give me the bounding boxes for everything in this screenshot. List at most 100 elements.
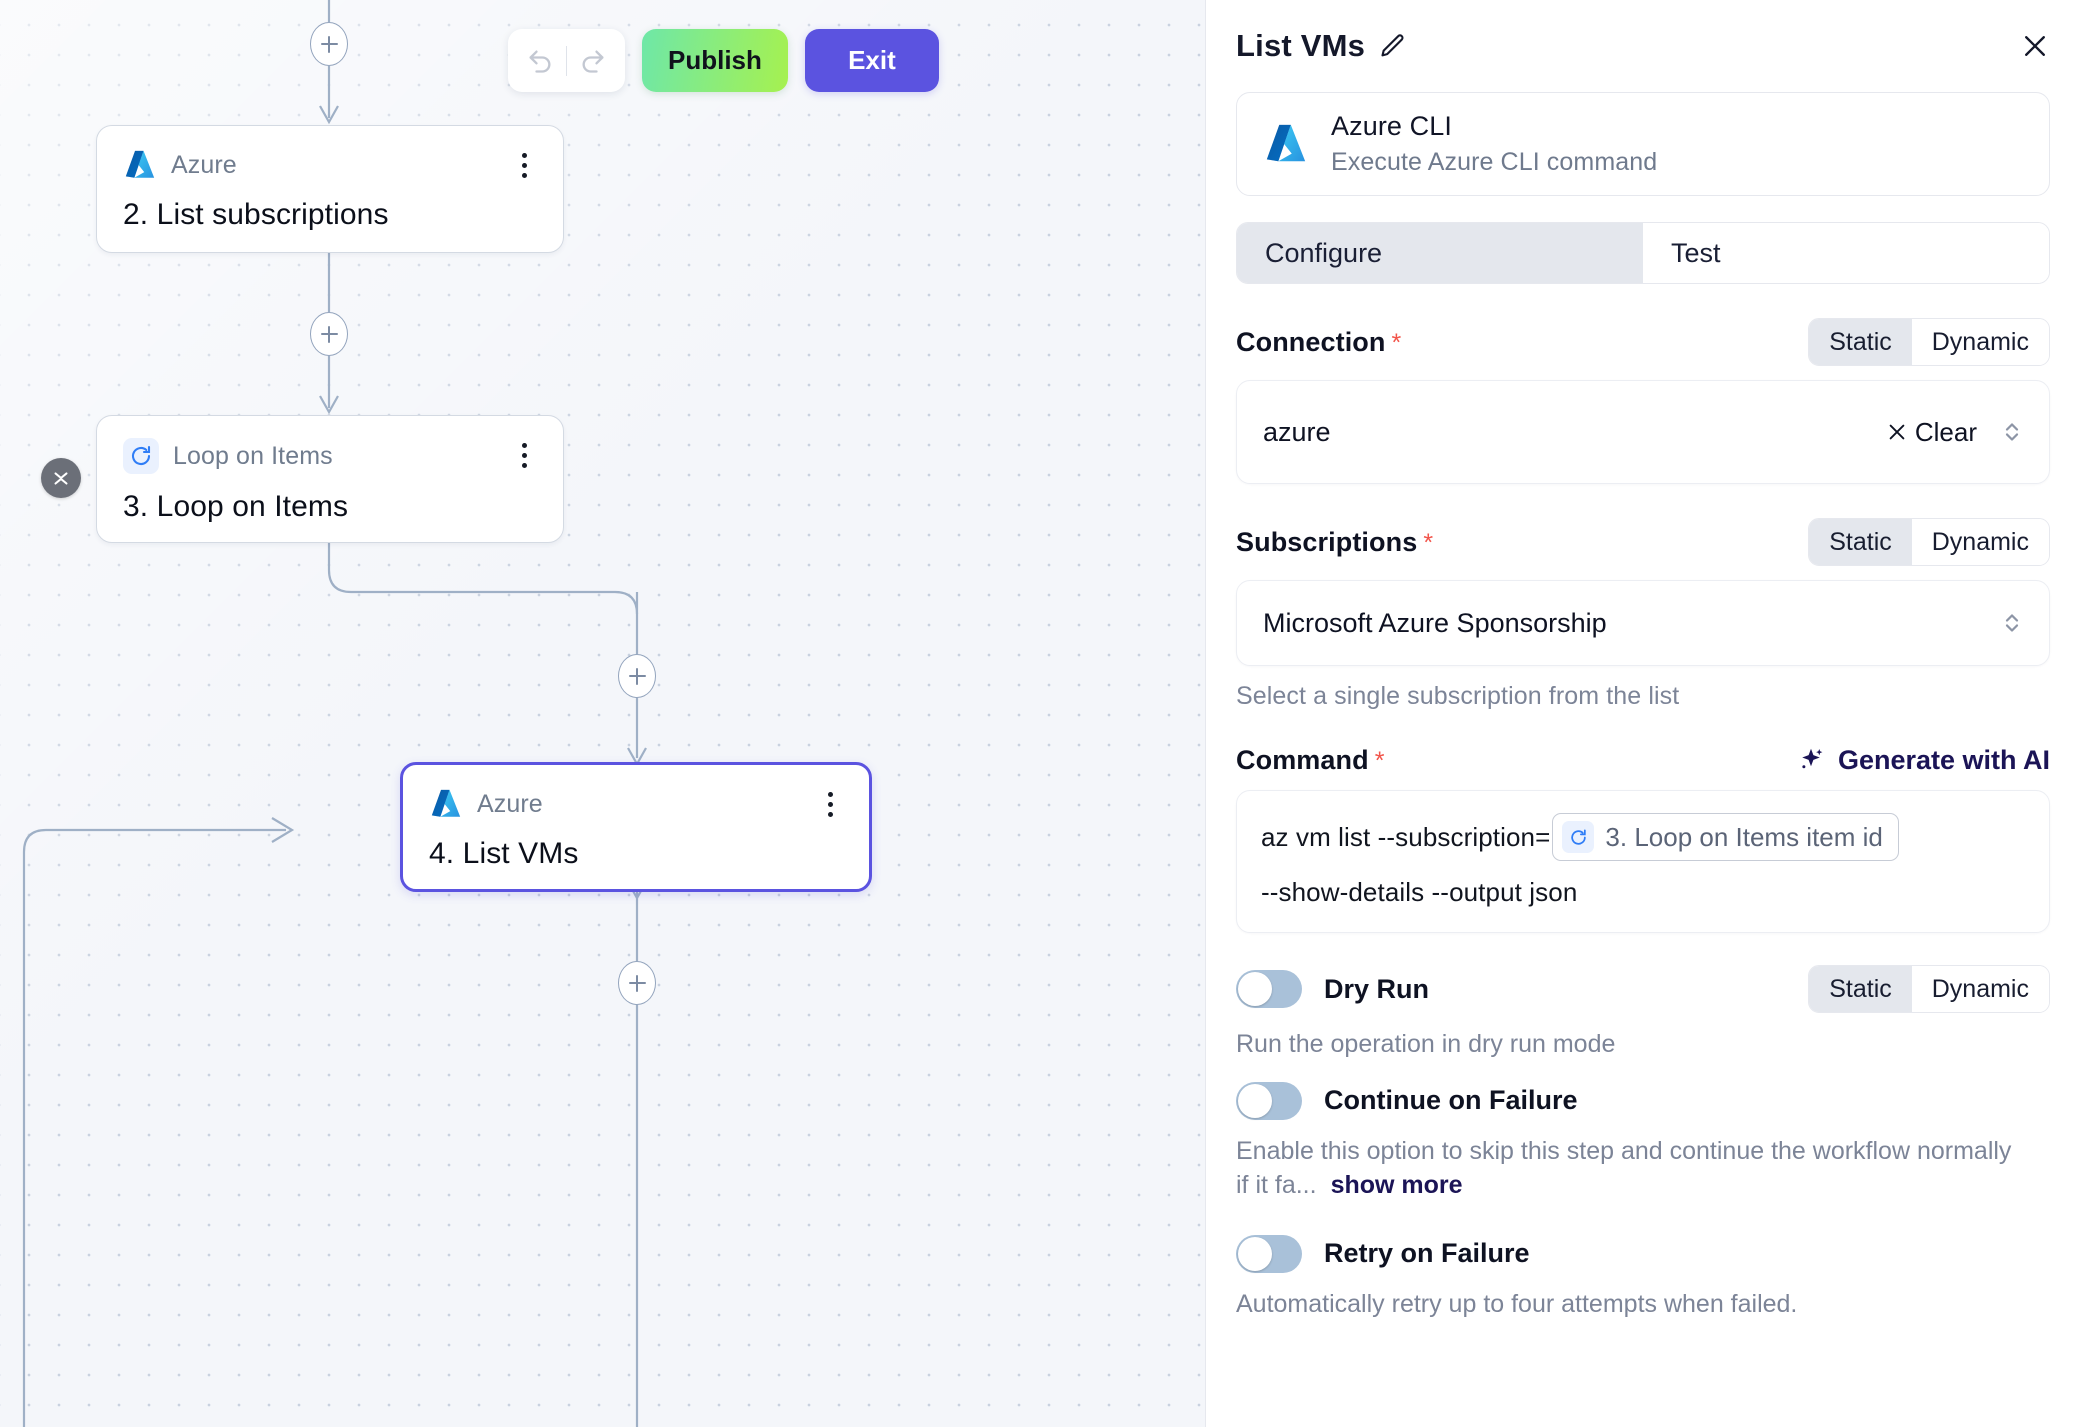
- collapse-chevrons-icon: [54, 472, 68, 485]
- loop-refresh-icon: [1562, 821, 1595, 853]
- add-step-button[interactable]: [310, 312, 348, 356]
- chevron-updown-icon[interactable]: [2001, 608, 2023, 638]
- show-more-link[interactable]: show more: [1330, 1171, 1463, 1199]
- field-header: Subscriptions* Static Dynamic: [1236, 518, 2050, 566]
- field-header: Command* Generate with AI: [1236, 745, 2050, 776]
- dry-run-description: Run the operation in dry run mode: [1236, 1030, 1616, 1058]
- publish-button[interactable]: Publish: [642, 29, 788, 92]
- workflow-node-loop-on-items[interactable]: Loop on Items 3. Loop on Items: [96, 415, 564, 543]
- dry-run-mode-toggle: Static Dynamic: [1808, 965, 2050, 1013]
- workflow-node-list-vms[interactable]: Azure 4. List VMs: [400, 762, 872, 892]
- node-header: Azure: [429, 787, 843, 821]
- workflow-node-list-subscriptions[interactable]: Azure 2. List subscriptions: [96, 125, 564, 253]
- clear-label: Clear: [1914, 416, 1977, 447]
- node-title: 2. List subscriptions: [123, 198, 389, 231]
- toggle-knob: [1238, 1083, 1272, 1118]
- azure-logo-icon: [1266, 124, 1306, 162]
- redo-button[interactable]: [567, 35, 619, 87]
- field-label: Command: [1236, 745, 1369, 775]
- subscriptions-mode-toggle: Static Dynamic: [1808, 518, 2050, 566]
- mode-dynamic-option[interactable]: Dynamic: [1911, 519, 2049, 565]
- undo-redo-group: [508, 29, 625, 92]
- undo-button[interactable]: [514, 35, 566, 87]
- pencil-icon[interactable]: [1379, 32, 1407, 60]
- required-marker: *: [1423, 528, 1434, 557]
- undo-icon: [529, 50, 551, 73]
- field-connection: Connection* Static Dynamic azure Clear: [1236, 318, 2050, 484]
- tab-test[interactable]: Test: [1643, 223, 2049, 283]
- node-menu-button[interactable]: [507, 438, 541, 472]
- node-source-label: Azure: [477, 789, 543, 818]
- close-icon[interactable]: [2020, 31, 2050, 61]
- operation-text: Azure CLI Execute Azure CLI command: [1331, 111, 1657, 177]
- command-token-chip[interactable]: 3. Loop on Items item id: [1552, 813, 1899, 861]
- azure-logo-icon: [125, 150, 155, 178]
- retry-on-failure-label: Retry on Failure: [1324, 1238, 1530, 1268]
- subscriptions-label-group: Subscriptions*: [1236, 527, 1433, 558]
- mode-static-option[interactable]: Static: [1809, 519, 1912, 565]
- loop-refresh-icon: [123, 438, 159, 474]
- node-title: 3. Loop on Items: [123, 490, 349, 523]
- retry-on-failure-description: Automatically retry up to four attempts …: [1236, 1289, 1798, 1318]
- connection-mode-toggle: Static Dynamic: [1808, 318, 2050, 366]
- connection-select[interactable]: azure Clear: [1236, 380, 2050, 484]
- panel-header: List VMs: [1206, 0, 2080, 92]
- subscriptions-select[interactable]: Microsoft Azure Sponsorship: [1236, 580, 2050, 666]
- command-token-label: 3. Loop on Items item id: [1605, 821, 1883, 852]
- node-header: Loop on Items: [123, 438, 537, 474]
- connection-label-group: Connection*: [1236, 327, 1401, 358]
- command-text-before: az vm list --subscription=: [1261, 821, 1551, 852]
- description-text: Enable this option to skip this step and…: [1236, 1136, 2012, 1200]
- generate-with-ai-label: Generate with AI: [1837, 745, 2050, 775]
- workflow-edges: [22, 0, 647, 1427]
- continue-on-failure-toggle[interactable]: [1236, 1081, 1302, 1120]
- field-subscriptions: Subscriptions* Static Dynamic Microsoft …: [1236, 518, 2050, 711]
- sparkles-icon: [1802, 748, 1823, 768]
- canvas-toolbar: Publish Exit: [508, 29, 939, 92]
- dry-run-label: Dry Run: [1324, 973, 1430, 1004]
- continue-on-failure-description: Enable this option to skip this step and…: [1236, 1134, 2026, 1203]
- panel-tabs: Configure Test: [1236, 222, 2050, 284]
- node-menu-button[interactable]: [813, 787, 847, 821]
- azure-logo-icon: [431, 789, 461, 817]
- command-text-after: --show-details --output json: [1261, 877, 1578, 907]
- node-menu-button[interactable]: [507, 148, 541, 182]
- add-step-button[interactable]: [618, 654, 656, 698]
- mode-static-option[interactable]: Static: [1809, 966, 1912, 1012]
- generate-with-ai-button[interactable]: Generate with AI: [1796, 745, 2050, 776]
- node-source-label: Loop on Items: [173, 441, 333, 470]
- field-header: Connection* Static Dynamic: [1236, 318, 2050, 366]
- field-label: Subscriptions: [1236, 526, 1418, 557]
- clear-connection-button[interactable]: Clear: [1886, 417, 1977, 448]
- operation-name: Azure CLI: [1331, 111, 1452, 141]
- command-editor[interactable]: az vm list --subscription= 3. Loop on It…: [1236, 790, 2050, 933]
- tab-configure[interactable]: Configure: [1237, 223, 1643, 283]
- continue-on-failure-label: Continue on Failure: [1324, 1085, 1578, 1115]
- collapse-loop-button[interactable]: [41, 458, 81, 498]
- field-continue-on-failure: Continue on Failure: [1236, 1081, 2050, 1120]
- mode-dynamic-option[interactable]: Dynamic: [1911, 319, 2049, 365]
- dry-run-toggle[interactable]: [1236, 970, 1302, 1008]
- field-label: Connection: [1236, 326, 1386, 357]
- command-label-group: Command*: [1236, 745, 1384, 776]
- step-config-panel: List VMs: [1205, 0, 2080, 1427]
- add-step-button[interactable]: [618, 961, 656, 1005]
- add-step-button[interactable]: [310, 22, 348, 66]
- chevron-updown-icon[interactable]: [2001, 417, 2023, 447]
- redo-icon: [582, 50, 604, 73]
- field-retry-on-failure: Retry on Failure: [1236, 1234, 2050, 1273]
- mode-static-option[interactable]: Static: [1809, 319, 1912, 365]
- subscriptions-help: Select a single subscription from the li…: [1236, 682, 1680, 710]
- subscriptions-value: Microsoft Azure Sponsorship: [1263, 607, 1607, 638]
- required-marker: *: [1391, 328, 1402, 357]
- operation-description: Execute Azure CLI command: [1331, 148, 1658, 176]
- operation-card: Azure CLI Execute Azure CLI command: [1236, 92, 2050, 196]
- workflow-canvas[interactable]: Publish Exit: [0, 0, 1205, 1427]
- mode-dynamic-option[interactable]: Dynamic: [1911, 966, 2049, 1012]
- node-header: Azure: [123, 148, 537, 182]
- exit-button[interactable]: Exit: [804, 29, 939, 92]
- retry-on-failure-toggle[interactable]: [1236, 1234, 1302, 1273]
- command-line-1: az vm list --subscription= 3. Loop on It…: [1261, 813, 2025, 861]
- x-icon: [1889, 424, 1905, 440]
